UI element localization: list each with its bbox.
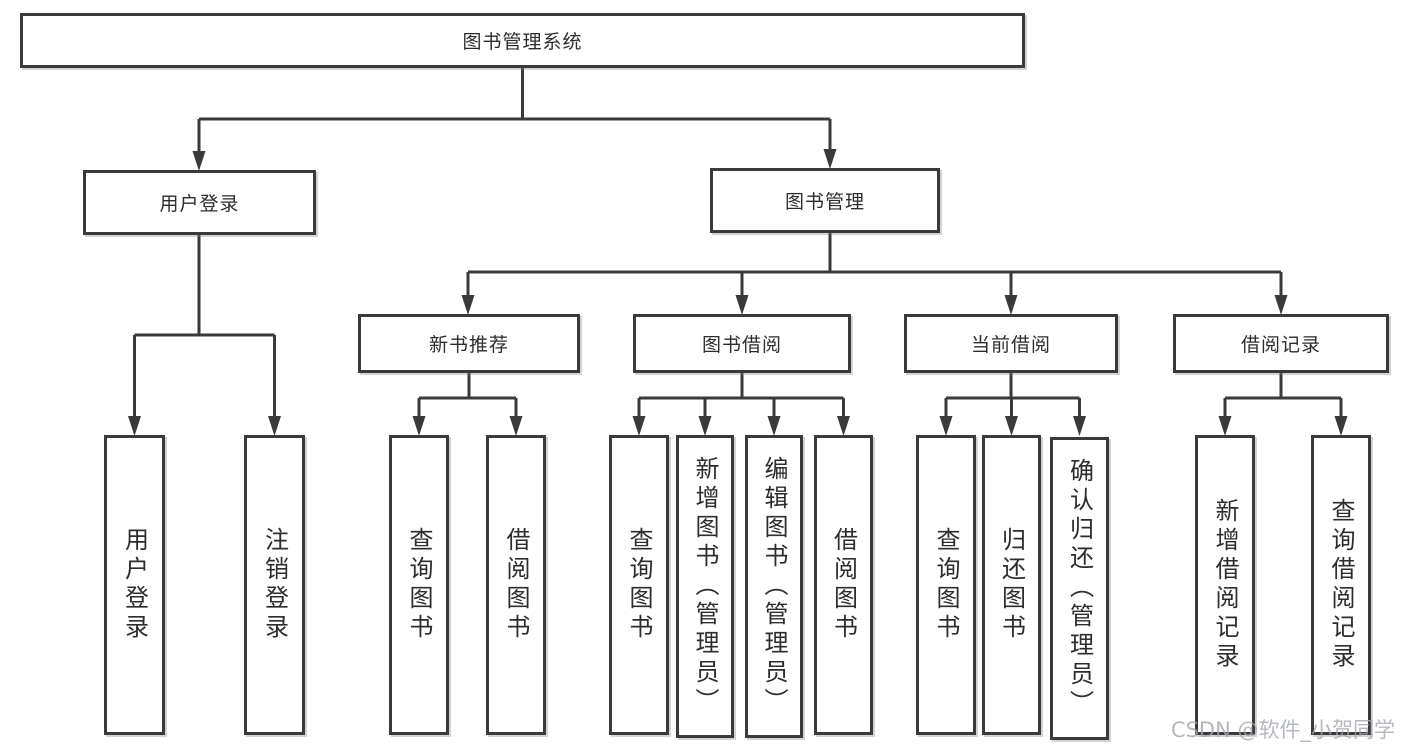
node-new-book-recommend: 新书推荐	[358, 314, 580, 373]
leaf-borrow-books-borrowing: 借阅图书	[814, 435, 873, 735]
leaf-label: 注销登录	[260, 527, 289, 643]
leaf-return-book: 归还图书	[982, 435, 1041, 735]
leaf-borrow-books-recommend: 借阅图书	[486, 435, 546, 735]
node-borrowing-records: 借阅记录	[1173, 314, 1389, 373]
leaf-query-books-current: 查询图书	[916, 435, 976, 735]
leaf-label: 新增借阅记录	[1211, 498, 1239, 672]
leaf-label: 新增图书（管理员）	[691, 456, 719, 717]
node-label: 当前借阅	[970, 334, 1051, 356]
watermark: CSDN @软件_小贺同学	[1170, 718, 1395, 742]
leaf-query-books-borrowing: 查询图书	[609, 435, 669, 735]
leaf-logout: 注销登录	[244, 435, 305, 735]
leaf-label: 编辑图书（管理员）	[760, 456, 788, 717]
leaf-edit-book-admin: 编辑图书（管理员）	[745, 435, 803, 738]
leaf-label: 用户登录	[120, 527, 149, 643]
node-library-management-system: 图书管理系统	[20, 13, 1025, 68]
leaf-label: 确认归还（管理员）	[1065, 458, 1094, 719]
leaf-label: 查询借阅记录	[1327, 498, 1355, 672]
node-label: 图书借阅	[701, 334, 782, 356]
leaf-label: 归还图书	[997, 527, 1026, 643]
node-book-management: 图书管理	[710, 168, 940, 233]
node-label: 图书管理系统	[462, 31, 583, 53]
leaf-add-book-admin: 新增图书（管理员）	[676, 435, 734, 738]
node-user-login: 用户登录	[83, 170, 316, 235]
node-current-borrowing: 当前借阅	[904, 314, 1118, 373]
leaf-label: 借阅图书	[829, 527, 858, 643]
leaf-label: 借阅图书	[502, 527, 530, 643]
leaf-label: 查询图书	[932, 527, 960, 643]
node-label: 借阅记录	[1240, 334, 1321, 356]
leaf-confirm-return-admin: 确认归还（管理员）	[1050, 437, 1109, 740]
leaf-user-login: 用户登录	[104, 435, 165, 735]
leaf-label: 查询图书	[625, 527, 653, 643]
leaf-query-borrow-record: 查询借阅记录	[1311, 435, 1371, 735]
node-book-borrowing: 图书借阅	[633, 314, 851, 373]
node-label: 图书管理	[784, 191, 865, 213]
leaf-query-books-recommend: 查询图书	[389, 435, 449, 735]
leaf-add-borrow-record: 新增借阅记录	[1195, 435, 1255, 735]
node-label: 新书推荐	[428, 334, 509, 356]
node-label: 用户登录	[159, 193, 240, 215]
leaf-label: 查询图书	[405, 527, 433, 643]
